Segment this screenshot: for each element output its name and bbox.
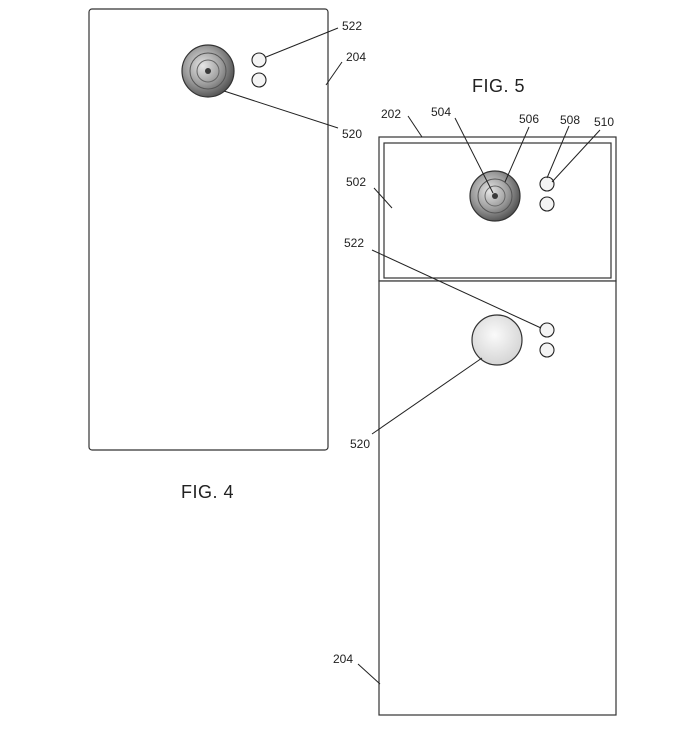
fig4-ref-522: 522 bbox=[342, 19, 362, 33]
fig5-camera-lower bbox=[471, 314, 523, 366]
fig4-flash-lower bbox=[251, 72, 267, 88]
fig5-leader-520 bbox=[371, 357, 483, 435]
fig4-ref-204: 204 bbox=[346, 50, 366, 64]
fig5-flash-upper bbox=[539, 176, 555, 192]
fig5-leader-502 bbox=[373, 187, 393, 209]
fig5-leader-204 bbox=[357, 663, 381, 685]
fig5-leader-202 bbox=[407, 115, 423, 138]
fig4-camera-lens bbox=[181, 44, 235, 98]
fig5-leader-504 bbox=[454, 117, 494, 194]
fig5-ref-510: 510 bbox=[594, 115, 614, 129]
fig4-leader-204 bbox=[325, 61, 343, 86]
fig5-ref-504: 504 bbox=[431, 105, 451, 119]
fig5-leader-508 bbox=[546, 125, 570, 179]
fig5-flash-lower-a bbox=[539, 322, 555, 338]
fig5-flash-upper-second bbox=[539, 196, 555, 212]
fig4-flash-upper bbox=[251, 52, 267, 68]
fig5-ref-202: 202 bbox=[381, 107, 401, 121]
fig5-ref-520: 520 bbox=[350, 437, 370, 451]
fig4-leader-522 bbox=[265, 27, 339, 58]
fig4-ref-520: 520 bbox=[342, 127, 362, 141]
fig4-housing bbox=[88, 8, 329, 451]
fig4-device: 522 204 520 FIG. 4 bbox=[88, 8, 366, 502]
fig5-caption: FIG. 5 bbox=[472, 76, 525, 96]
fig5-ref-204: 204 bbox=[333, 652, 353, 666]
fig5-camera-lens bbox=[469, 170, 521, 222]
fig5-flash-lower-b bbox=[539, 342, 555, 358]
fig5-ref-508: 508 bbox=[560, 113, 580, 127]
fig5-leader-510 bbox=[551, 129, 601, 183]
fig4-leader-520 bbox=[223, 90, 339, 129]
fig5-ref-502: 502 bbox=[346, 175, 366, 189]
fig5-leader-522 bbox=[371, 249, 542, 329]
fig5-device: FIG. 5 bbox=[333, 76, 617, 716]
fig5-leader-506 bbox=[504, 126, 530, 183]
fig5-ref-506: 506 bbox=[519, 112, 539, 126]
fig4-caption: FIG. 4 bbox=[181, 482, 234, 502]
fig5-ref-522: 522 bbox=[344, 236, 364, 250]
